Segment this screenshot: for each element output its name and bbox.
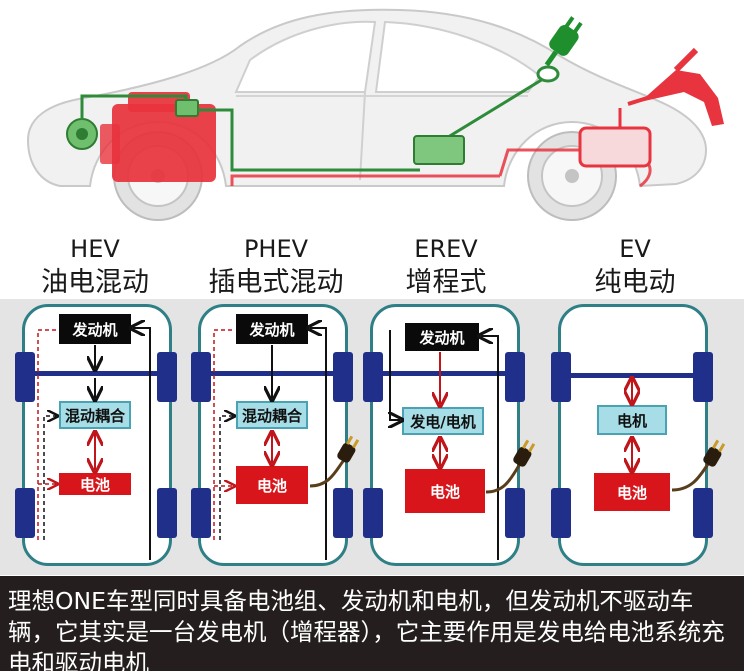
type-name: 插电式混动 (208, 267, 344, 298)
type-code: EREV (414, 235, 478, 263)
fuel-tank (578, 108, 652, 168)
generator-motor-box: 发电/电机 (402, 407, 484, 435)
wheel (363, 488, 383, 538)
battery-box: 电池 (594, 473, 670, 511)
battery-box: 电池 (405, 469, 485, 513)
type-label-erev: EREV 增程式 (356, 232, 536, 300)
wheel (191, 352, 211, 402)
charge-port (536, 65, 560, 83)
wheel (157, 488, 177, 538)
wheel (363, 352, 383, 402)
type-code: EV (619, 235, 651, 263)
hybrid-coupling-box: 混动耦合 (59, 401, 131, 429)
plug-icon (513, 439, 536, 467)
phev-arrows (213, 328, 346, 560)
engine-box: 发动机 (59, 314, 131, 344)
wheel (551, 352, 571, 402)
engine-box: 发动机 (236, 314, 308, 344)
battery-box: 电池 (59, 473, 131, 495)
hybrid-coupling-box: 混动耦合 (236, 401, 308, 429)
type-code: HEV (70, 235, 120, 263)
wheel (15, 488, 35, 538)
motor-unit (66, 118, 98, 150)
battery-pack (413, 135, 465, 165)
fuel-nozzle-icon (627, 47, 724, 126)
type-code: PHEV (243, 235, 309, 263)
engine-box: 发动机 (405, 323, 479, 351)
wheel (15, 352, 35, 402)
type-label-ev: EV 纯电动 (545, 232, 725, 300)
type-label-hev: HEV 油电混动 (5, 232, 185, 300)
car-illustration (26, 8, 724, 221)
hev-arrows (37, 328, 151, 560)
wheel (157, 352, 177, 402)
erev-frame (370, 304, 520, 566)
wheel (333, 488, 353, 538)
wheel (693, 488, 713, 538)
type-name: 增程式 (405, 267, 487, 298)
ev-arrows (632, 378, 710, 492)
erev-arrows (390, 330, 522, 560)
motor-box: 电机 (597, 405, 667, 435)
plug-icon (544, 16, 583, 67)
wheel (191, 488, 211, 538)
caption-band: 理想ONE车型同时具备电池组、发动机和电机，但发动机不驱动车辆，它其实是一台发电… (0, 576, 744, 671)
wheel (505, 352, 525, 402)
plug-icon (703, 439, 726, 467)
axle (562, 373, 704, 378)
axle (374, 371, 516, 376)
ev-frame (558, 304, 708, 566)
axle (26, 371, 168, 376)
wheel (333, 352, 353, 402)
type-name: 油电混动 (41, 267, 149, 298)
wheel (551, 488, 571, 538)
wheel (505, 488, 525, 538)
plug-icon (337, 435, 360, 463)
wheel (693, 352, 713, 402)
caption-text: 理想ONE车型同时具备电池组、发动机和电机，但发动机不驱动车辆，它其实是一台发电… (8, 587, 725, 671)
battery-box: 电池 (236, 466, 308, 504)
type-label-phev: PHEV 插电式混动 (186, 232, 366, 300)
rear-window (234, 20, 377, 93)
type-name: 纯电动 (594, 267, 676, 298)
flow-arrows (37, 0, 726, 560)
